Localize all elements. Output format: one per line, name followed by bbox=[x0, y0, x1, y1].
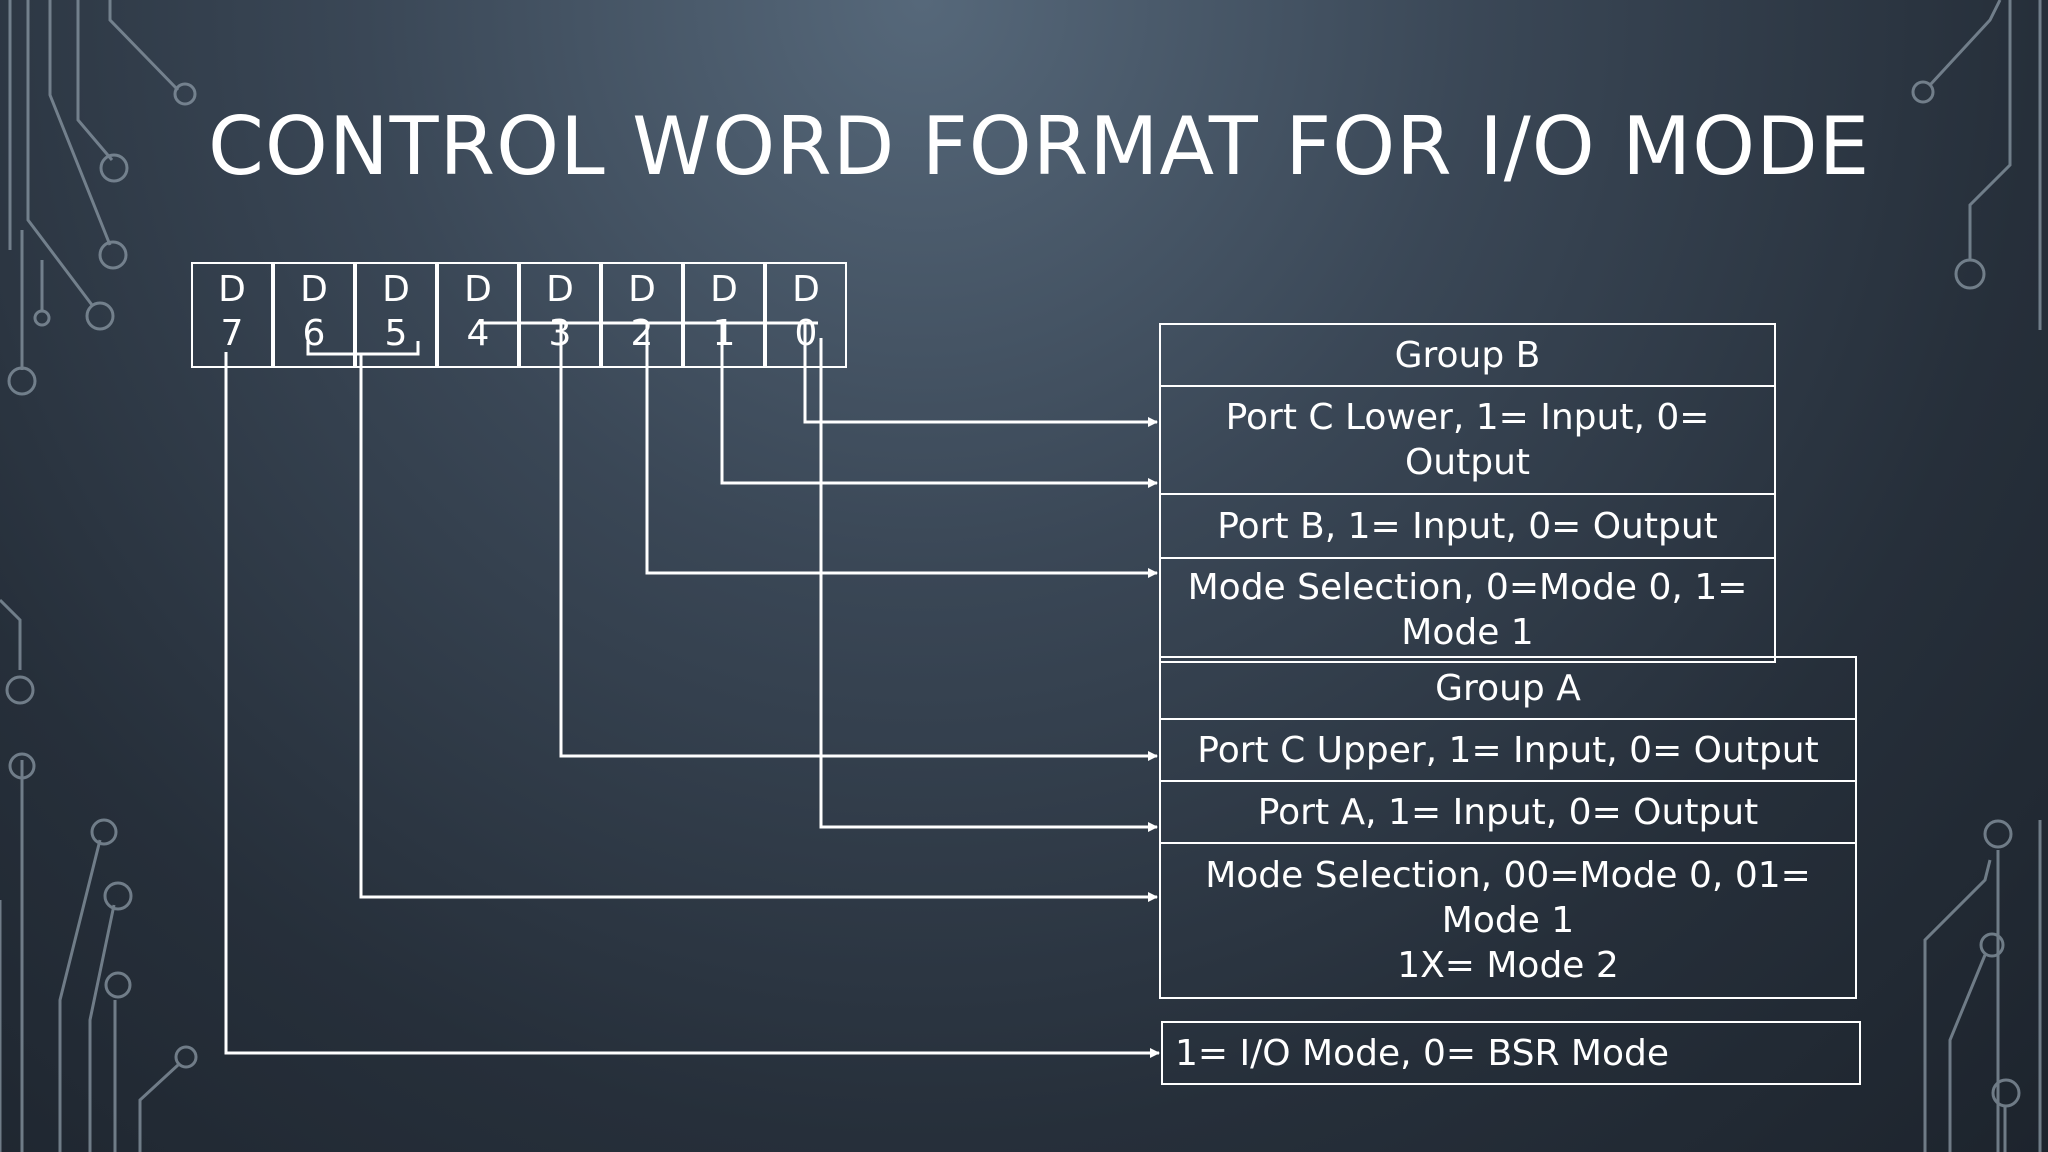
port-a-cell: Port A, 1= Input, 0= Output bbox=[1159, 780, 1857, 844]
port-c-upper-cell: Port C Upper, 1= Input, 0= Output bbox=[1159, 718, 1857, 782]
slide-title: CONTROL WORD FORMAT FOR I/O MODE bbox=[208, 100, 1871, 193]
port-c-lower-cell: Port C Lower, 1= Input, 0= Output bbox=[1159, 385, 1776, 495]
mode-flag-cell: 1= I/O Mode, 0= BSR Mode bbox=[1161, 1021, 1861, 1085]
group-a-header: Group A bbox=[1159, 656, 1857, 720]
group-a-mode-selection-cell: Mode Selection, 00=Mode 0, 01= Mode 1 1X… bbox=[1159, 842, 1857, 999]
port-b-cell: Port B, 1= Input, 0= Output bbox=[1159, 493, 1776, 559]
group-b-mode-selection-cell: Mode Selection, 0=Mode 0, 1= Mode 1 bbox=[1159, 557, 1776, 663]
group-b-header: Group B bbox=[1159, 323, 1776, 387]
